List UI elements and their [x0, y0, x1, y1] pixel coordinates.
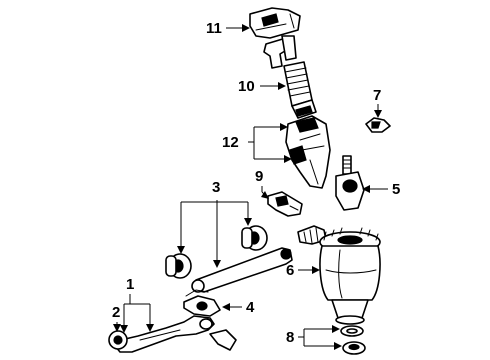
leader-4: [222, 303, 242, 311]
leader-3: [177, 200, 252, 268]
leader-8: [298, 325, 342, 350]
callout-4: 4: [246, 299, 255, 316]
part-12-knuckle: [285, 115, 331, 189]
part-8-spring-seat: [340, 325, 366, 355]
part-5-ball-joint: [335, 155, 365, 211]
callout-8: 8: [286, 329, 294, 346]
callout-3: 3: [212, 179, 220, 196]
callout-11: 11: [206, 20, 222, 37]
leader-6: [298, 266, 320, 274]
part-3-control-arm: [165, 225, 293, 293]
part-4-link: [183, 289, 221, 317]
callout-2: 2: [112, 304, 120, 321]
callout-12: 12: [222, 134, 239, 151]
leader-1: [120, 294, 154, 333]
callout-6: 6: [286, 262, 294, 279]
part-10-shock-absorber: [263, 35, 317, 119]
callout-7: 7: [373, 87, 381, 104]
part-6-air-spring: [297, 225, 381, 325]
callout-5: 5: [392, 181, 400, 198]
leader-5: [362, 185, 388, 193]
leader-12: [248, 123, 292, 163]
part-11-mount-bracket: [249, 7, 301, 39]
callout-1: 1: [126, 276, 134, 293]
leader-9: [261, 186, 269, 199]
leader-10: [260, 82, 286, 90]
leader-7: [374, 104, 382, 118]
part-7-clip: [365, 117, 391, 133]
leader-11: [226, 24, 250, 32]
part-2-bushing: [108, 330, 128, 350]
part-9-bracket: [267, 191, 303, 217]
part-1-upper-arm: [111, 315, 237, 353]
leader-2: [113, 322, 121, 332]
callout-10: 10: [238, 78, 255, 95]
callout-9: 9: [255, 168, 263, 185]
